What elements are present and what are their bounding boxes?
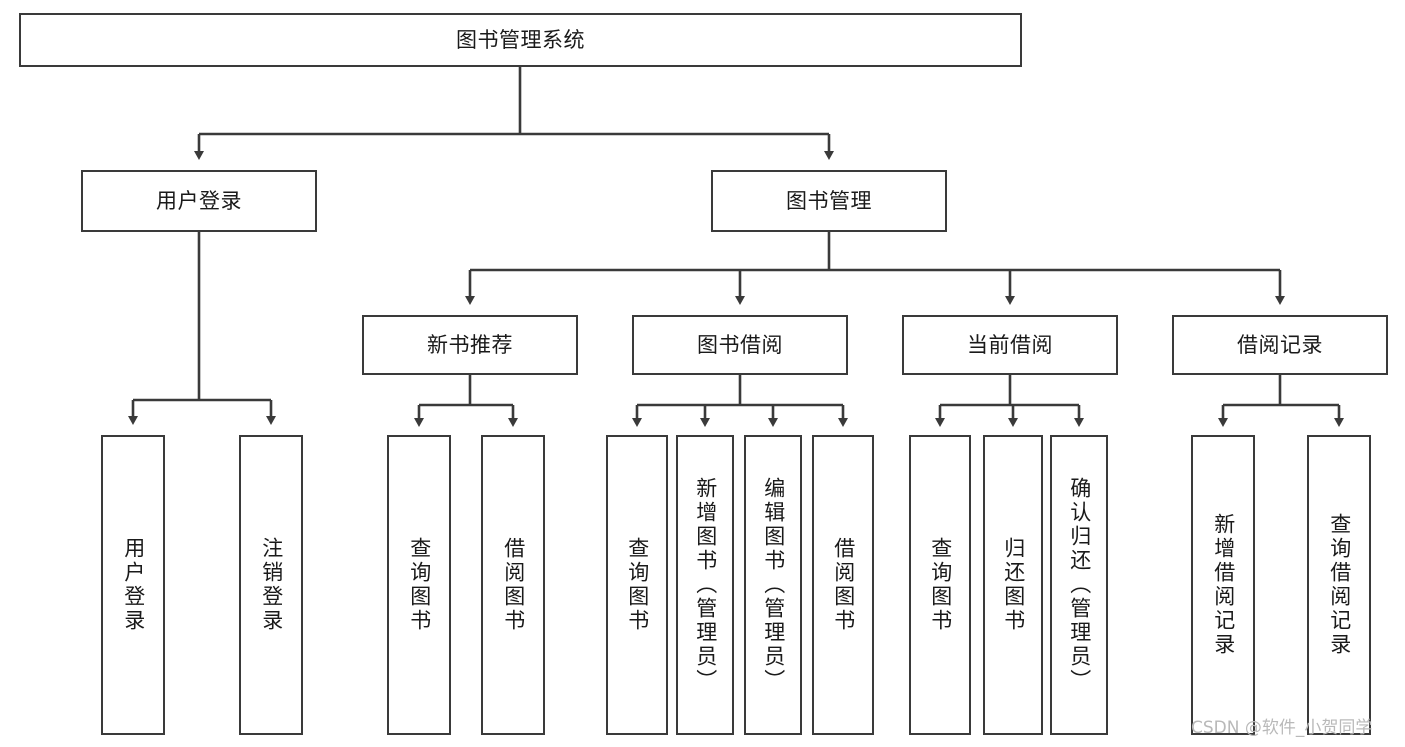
node-leaf-user-logout[interactable]: 注销登录 (239, 435, 303, 735)
node-leaf-query-book-2-label: 查询图书 (625, 537, 650, 633)
node-book-borrow[interactable]: 图书借阅 (632, 315, 848, 375)
node-leaf-borrow-book-2[interactable]: 借阅图书 (812, 435, 874, 735)
node-leaf-edit-book[interactable]: 编辑图书（管理员） (744, 435, 802, 735)
node-leaf-add-record-label: 新增借阅记录 (1211, 513, 1236, 657)
node-leaf-user-logout-label: 注销登录 (259, 537, 284, 633)
node-leaf-query-book-2[interactable]: 查询图书 (606, 435, 668, 735)
csdn-watermark: CSDN @软件_小贺同学 (1191, 718, 1373, 738)
node-leaf-return-book[interactable]: 归还图书 (983, 435, 1043, 735)
node-leaf-borrow-book-1-label: 借阅图书 (501, 537, 526, 633)
node-book-borrow-label: 图书借阅 (697, 332, 783, 357)
node-borrow-record-label: 借阅记录 (1237, 332, 1323, 357)
node-leaf-query-book-1[interactable]: 查询图书 (387, 435, 451, 735)
node-leaf-add-book[interactable]: 新增图书（管理员） (676, 435, 734, 735)
node-new-book-recommend-label: 新书推荐 (427, 332, 513, 357)
node-leaf-return-book-label: 归还图书 (1001, 537, 1026, 633)
node-leaf-edit-book-label: 编辑图书（管理员） (761, 477, 786, 693)
node-leaf-user-login[interactable]: 用户登录 (101, 435, 165, 735)
node-current-borrow-label: 当前借阅 (967, 332, 1053, 357)
node-root-label: 图书管理系统 (456, 27, 585, 52)
edges-group (128, 67, 1344, 427)
node-leaf-query-book-3-label: 查询图书 (928, 537, 953, 633)
node-user-login-label: 用户登录 (156, 188, 242, 213)
node-new-book-recommend[interactable]: 新书推荐 (362, 315, 578, 375)
node-leaf-borrow-book-2-label: 借阅图书 (831, 537, 856, 633)
node-leaf-confirm-return[interactable]: 确认归还（管理员） (1050, 435, 1108, 735)
node-borrow-record[interactable]: 借阅记录 (1172, 315, 1388, 375)
node-leaf-query-record[interactable]: 查询借阅记录 (1307, 435, 1371, 735)
node-user-login[interactable]: 用户登录 (81, 170, 317, 232)
node-leaf-confirm-return-label: 确认归还（管理员） (1067, 477, 1092, 693)
node-root[interactable]: 图书管理系统 (19, 13, 1022, 67)
node-leaf-query-book-3[interactable]: 查询图书 (909, 435, 971, 735)
node-leaf-query-record-label: 查询借阅记录 (1327, 513, 1352, 657)
node-current-borrow[interactable]: 当前借阅 (902, 315, 1118, 375)
node-leaf-user-login-label: 用户登录 (121, 537, 146, 633)
node-book-manage[interactable]: 图书管理 (711, 170, 947, 232)
node-leaf-borrow-book-1[interactable]: 借阅图书 (481, 435, 545, 735)
node-book-manage-label: 图书管理 (786, 188, 872, 213)
node-leaf-add-record[interactable]: 新增借阅记录 (1191, 435, 1255, 735)
node-leaf-query-book-1-label: 查询图书 (407, 537, 432, 633)
node-leaf-add-book-label: 新增图书（管理员） (693, 477, 718, 693)
